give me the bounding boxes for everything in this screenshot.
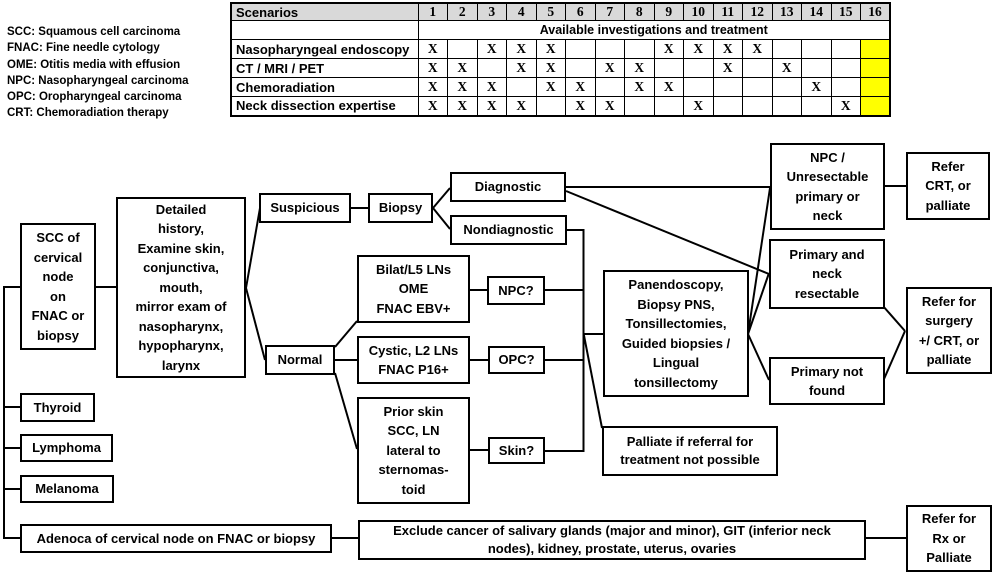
flow-box-detailed-history: Detailed history, Examine skin, conjunct… [116,197,246,378]
flow-box-adenoca: Adenoca of cervical node on FNAC or biop… [20,524,332,553]
flow-box-opc-question: OPC? [488,346,545,374]
flow-box-suspicious: Suspicious [259,193,351,223]
connector-line [245,287,266,361]
flow-box-diagnostic: Diagnostic [450,172,566,202]
flow-box-prior-skin-scc: Prior skin SCC, LN lateral to sternomas-… [357,397,470,504]
scenario-cell: X [476,96,507,116]
highlighted-cell [860,96,891,116]
flow-box-panendoscopy: Panendoscopy, Biopsy PNS, Tonsillectomie… [603,270,749,397]
legend-item: SCC: Squamous cell carcinoma [7,26,181,38]
row-label: Neck dissection expertise [230,96,419,116]
scenario-column-header: 6 [565,2,596,21]
flow-box-lymphoma: Lymphoma [20,434,113,462]
flow-box-bilat-l5-lns: Bilat/L5 LNs OME FNAC EBV+ [357,255,470,323]
scenario-column-header: 5 [535,2,566,21]
legend-item: FNAC: Fine needle cytology [7,42,160,55]
highlighted-cell [860,39,891,59]
flow-box-normal: Normal [265,345,335,375]
flow-box-nondiagnostic: Nondiagnostic [450,215,567,245]
scenario-cell: X [447,96,478,116]
scenario-column-header: 8 [624,2,655,21]
flow-box-npc-unresectable: NPC / Unresectable primary or neck [770,143,885,230]
connector-line [582,332,603,429]
connector-line [334,372,358,450]
legend-item: OPC: Oropharyngeal carcinoma [7,91,182,104]
legend-item: NPC: Nasopharyngeal carcinoma [7,74,189,87]
legend-item: CRT: Chemoradiation therapy [7,107,169,120]
connector-line [882,305,906,332]
table-subheader-row: Available investigations and treatment [230,20,891,40]
connector-line [565,190,770,275]
scenario-column-header: 3 [476,2,507,21]
abbreviation-legend: SCC: Squamous cell carcinoma FNAC: Fine … [7,24,189,122]
flow-box-palliate-if-referral: Palliate if referral for treatment not p… [602,426,778,476]
scenario-column-header: 13 [771,2,802,21]
flow-box-skin-question: Skin? [488,437,545,464]
scenario-column-header: 16 [860,2,891,21]
connector-line [432,187,451,209]
flow-box-primary-not-found: Primary not found [769,357,885,405]
connector-line [747,333,770,381]
scenario-column-header: 7 [594,2,625,21]
flow-box-primary-resectable: Primary and neck resectable [769,239,885,309]
flow-box-refer-rx-palliate: Refer for Rx or Palliate [906,505,992,572]
flow-box-melanoma: Melanoma [20,475,114,503]
flow-box-scc-cervical-node: SCC of cervical node on FNAC or biopsy [20,223,96,350]
scenario-cell: X [417,96,448,116]
scenarios-header-cell: Scenarios [230,2,419,21]
connector-line [432,207,451,230]
flow-box-thyroid: Thyroid [20,393,95,422]
flow-box-cystic-l2-lns: Cystic, L2 LNs FNAC P16+ [357,336,470,384]
scenario-column-header: 15 [830,2,861,21]
connector-line [747,187,771,335]
connector-line [245,207,261,289]
connector-group [3,185,906,539]
legend-item: OME: Otitis media with effusion [7,58,181,71]
flow-box-biopsy: Biopsy [368,193,433,223]
scenario-cell: X [565,96,596,116]
flow-box-npc-question: NPC? [487,276,545,305]
connector-line [747,272,770,335]
scenario-column-header: 12 [742,2,773,21]
connector-line [334,320,358,348]
connector-line [883,330,906,380]
highlighted-cell [860,77,891,97]
subheader-cell: Available investigations and treatment [417,20,891,40]
flow-box-refer-crt-palliate: Refer CRT, or palliate [906,152,990,220]
flow-box-refer-surgery: Refer for surgery +/ CRT, or palliate [906,287,992,374]
scenario-column-header: 2 [447,2,478,21]
highlighted-cell [860,58,891,78]
flow-box-exclude-cancer: Exclude cancer of salivary glands (major… [358,520,866,560]
